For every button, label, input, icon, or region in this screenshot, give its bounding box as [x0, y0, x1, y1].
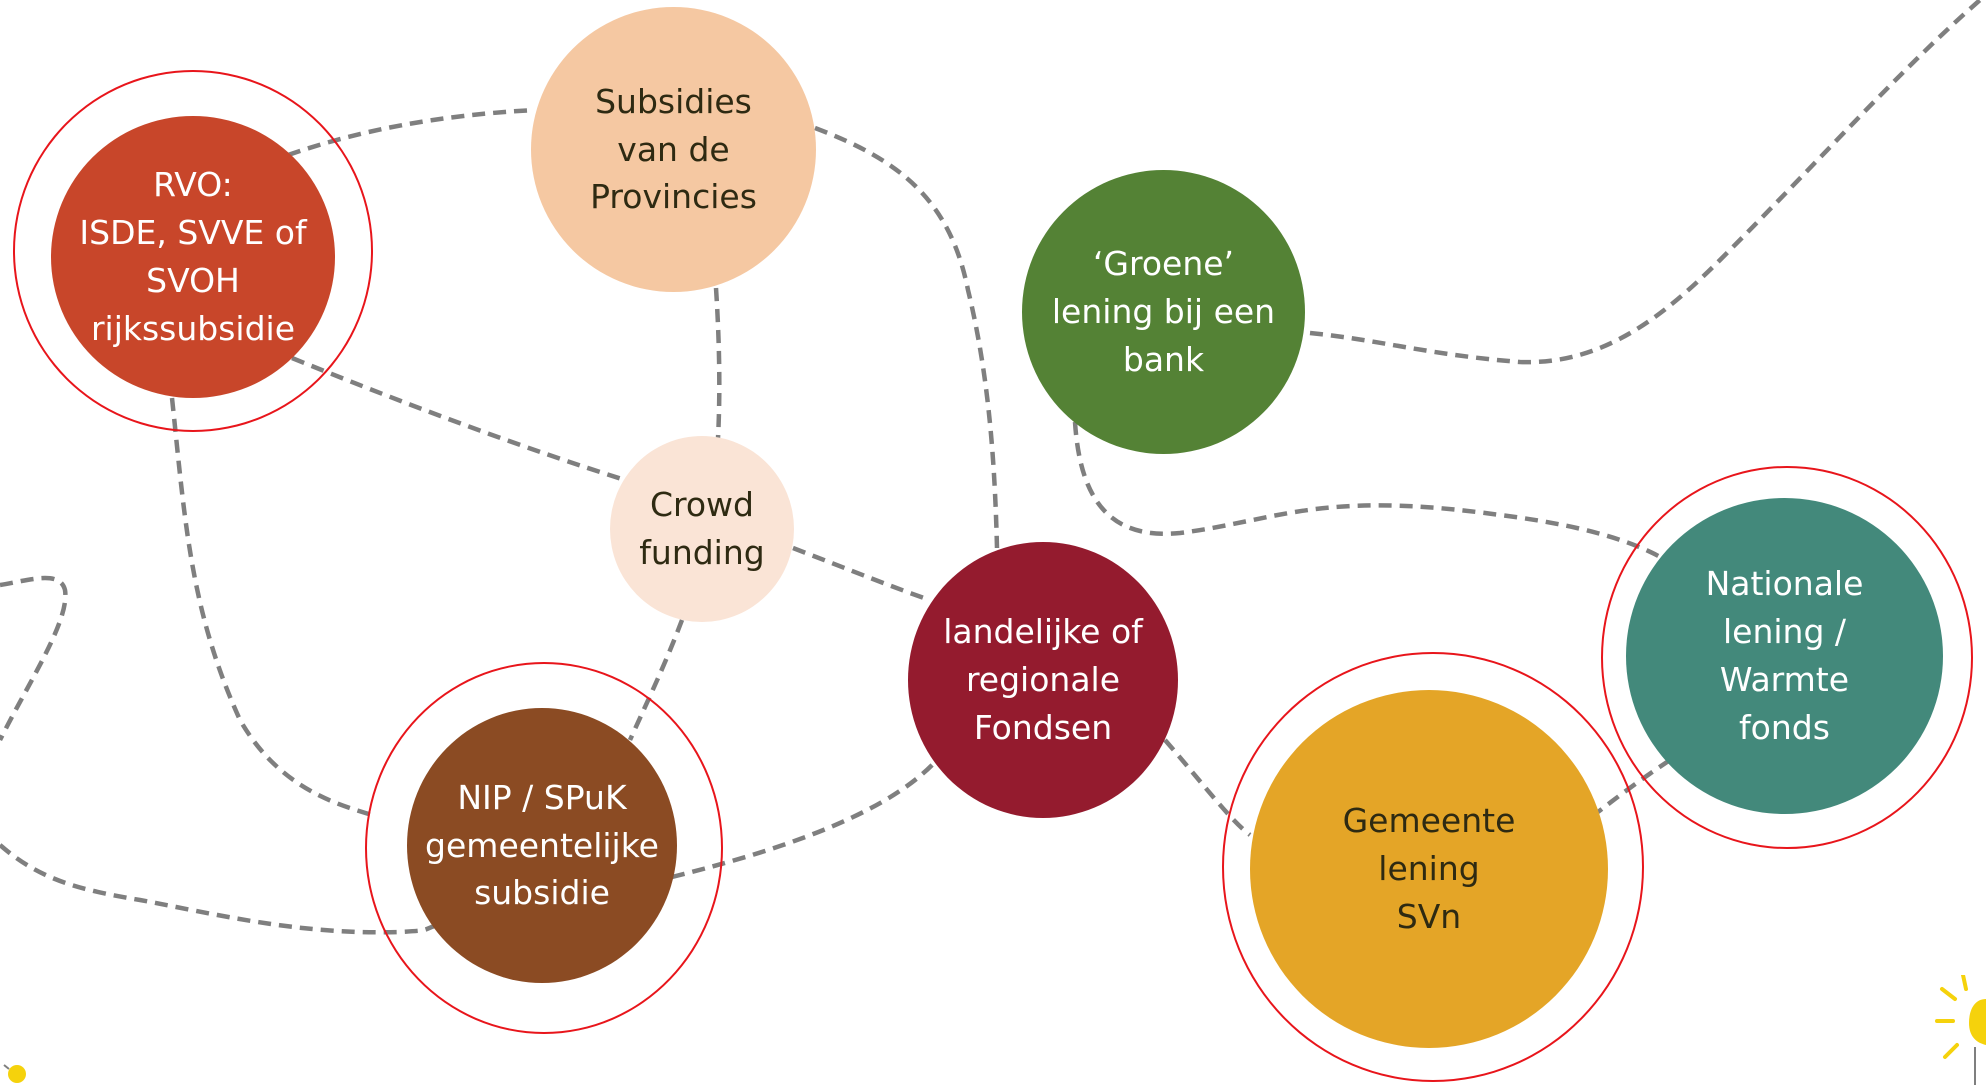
path-provincies-crowd — [713, 287, 722, 439]
path-groene-topright — [1309, 0, 1982, 365]
node-rvo-label: RVO: ISDE, SVVE of SVOH rijkssubsidie — [79, 165, 307, 348]
path-left-bottom — [0, 843, 439, 935]
highlight-ring-gemeente — [1222, 652, 1644, 1082]
path-crowd-fondsen — [792, 545, 931, 603]
path-rvo-crowd — [291, 355, 626, 483]
node-nip: NIP / SPuK gemeentelijke subsidie — [407, 708, 677, 983]
node-crowd: Crowd funding — [610, 436, 794, 622]
node-fondsen-label: landelijke of regionale Fondsen — [943, 612, 1143, 747]
node-nationale-label: Nationale lening / Warmte fonds — [1705, 564, 1864, 747]
path-groene-nationale — [1072, 421, 1664, 560]
node-rvo: RVO: ISDE, SVVE of SVOH rijkssubsidie — [51, 116, 335, 398]
highlight-ring-rvo — [13, 70, 373, 432]
sun-icon — [3, 1064, 26, 1083]
highlight-ring-nip — [365, 662, 723, 1034]
node-nationale: Nationale lening / Warmte fonds — [1626, 498, 1943, 814]
path-fondsen-gemeente — [1163, 738, 1252, 837]
sun-icon-corner — [1935, 975, 1986, 1085]
path-left-loop — [0, 575, 68, 742]
node-provincies: Subsidies van de Provincies — [531, 7, 816, 292]
node-groene-label: ‘Groene’ lening bij een bank — [1051, 244, 1276, 379]
node-gemeente: Gemeente lening SVn — [1250, 690, 1608, 1048]
highlight-ring-nationale — [1601, 466, 1973, 849]
path-nip-fondsen — [671, 760, 937, 880]
node-provincies-label: Subsidies van de Provincies — [590, 81, 757, 217]
node-groene: ‘Groene’ lening bij een bank — [1022, 170, 1305, 454]
path-rvo-nip — [169, 397, 373, 818]
path-provincies-fondsen — [814, 125, 1000, 549]
node-fondsen: landelijke of regionale Fondsen — [908, 542, 1178, 818]
node-crowd-label: Crowd funding — [639, 485, 765, 572]
node-gemeente-label: Gemeente lening SVn — [1342, 801, 1516, 936]
node-nip-label: NIP / SPuK gemeentelijke subsidie — [425, 777, 659, 913]
